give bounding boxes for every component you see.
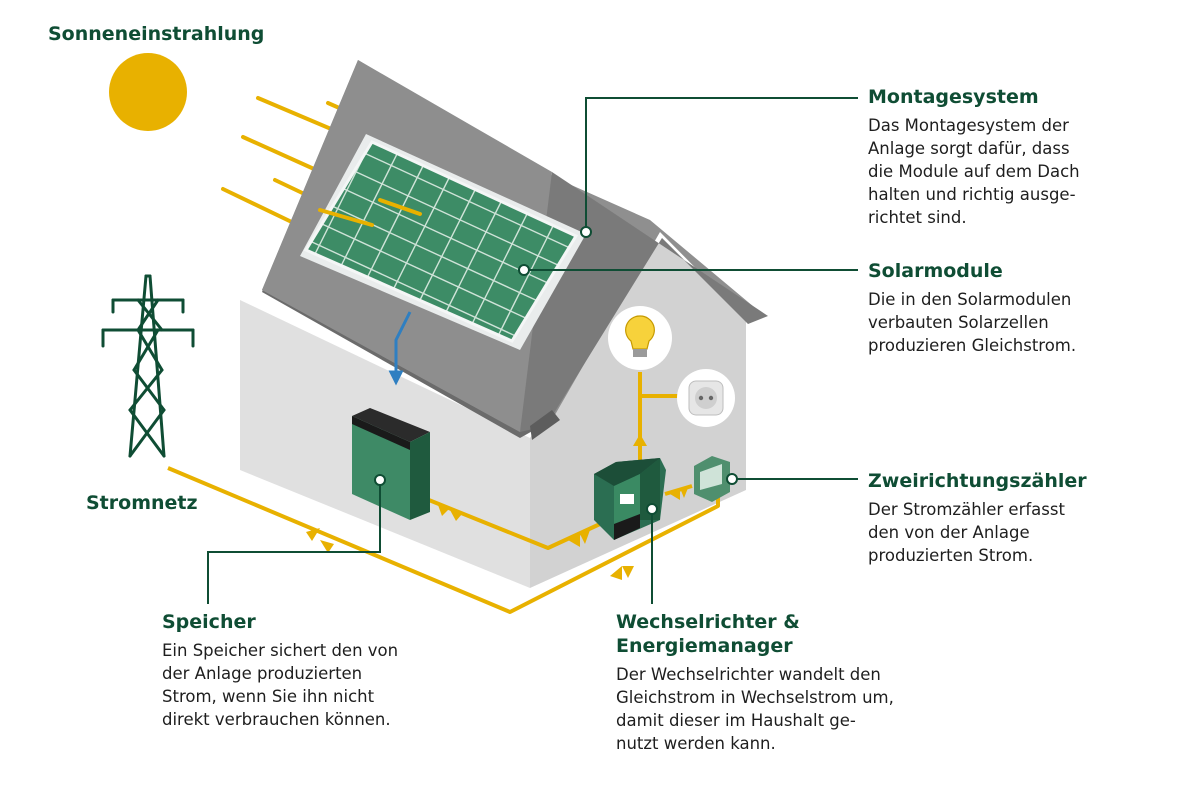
battery-storage-icon xyxy=(352,408,430,520)
callout-dots xyxy=(374,226,738,515)
stromnetz-label: Stromnetz xyxy=(86,492,198,514)
callout-montagesystem: Montagesystem Das Montagesystem der Anla… xyxy=(868,85,1188,229)
callout-text: Ein Speicher sichert den von der Anlage … xyxy=(162,641,399,729)
callout-zweirichtungszaehler: Zweirichtungszähler Der Stromzähler erfa… xyxy=(868,469,1188,567)
meter-icon xyxy=(694,456,730,502)
flow-arrows xyxy=(306,434,688,580)
callout-text: Das Montagesystem der Anlage sorgt dafür… xyxy=(868,116,1080,227)
dc-line xyxy=(388,311,412,386)
callout-text: Der Wechselrichter wandelt den Gleichstr… xyxy=(616,665,894,753)
callout-wechselrichter: Wechselrichter & Energiemanager Der Wech… xyxy=(616,610,956,755)
callout-text: Die in den Solarmodulen verbauten Solarz… xyxy=(868,290,1077,355)
power-pylon-icon xyxy=(101,274,195,458)
inverter-icon xyxy=(594,458,666,540)
callout-solarmodule: Solarmodule Die in den Solarmodulen verb… xyxy=(868,259,1188,357)
callout-text: Der Stromzähler erfasst den von der Anla… xyxy=(868,500,1065,565)
power-socket-icon xyxy=(677,369,735,427)
callout-title: Montagesystem xyxy=(868,86,1039,108)
callout-title: Solarmodule xyxy=(868,260,1003,282)
sun-icon xyxy=(109,53,187,131)
callout-speicher: Speicher Ein Speicher sichert den von de… xyxy=(162,610,482,731)
sonneneinstrahlung-label: Sonneneinstrahlung xyxy=(48,23,265,45)
callout-title: Wechselrichter & Energiemanager xyxy=(616,611,800,657)
callout-title: Zweirichtungszähler xyxy=(868,470,1087,492)
sun-rays-front xyxy=(318,198,422,227)
light-bulb-icon xyxy=(608,306,672,370)
callout-title: Speicher xyxy=(162,611,256,633)
callout-lines xyxy=(207,97,858,604)
